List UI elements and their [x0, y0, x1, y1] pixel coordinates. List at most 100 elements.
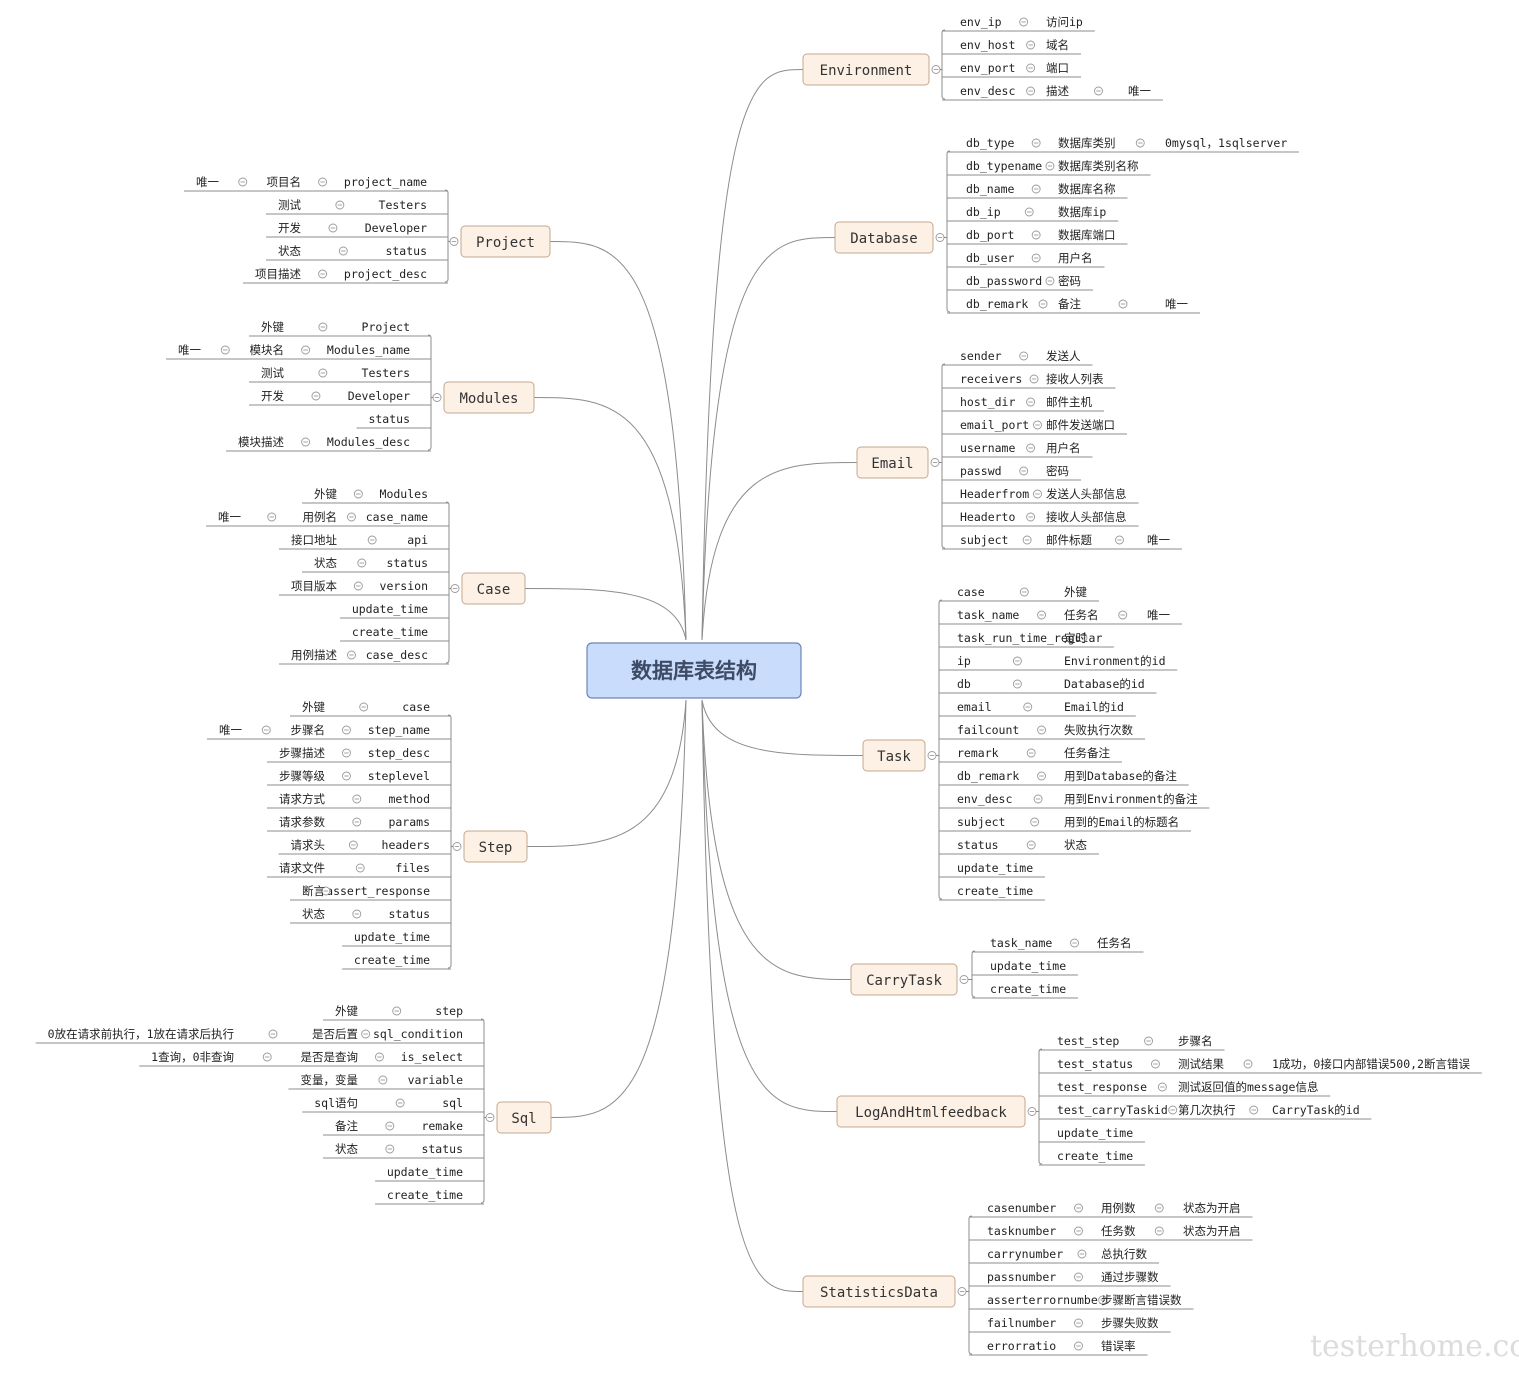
branch-node-carrytask[interactable]: CarryTask: [850, 963, 958, 996]
collapse-toggle-icon[interactable]: [1012, 679, 1022, 689]
collapse-toggle-icon[interactable]: [342, 748, 351, 758]
collapse-toggle-icon[interactable]: [432, 393, 442, 402]
collapse-toggle-icon[interactable]: [392, 1006, 402, 1016]
collapse-toggle-icon[interactable]: [357, 558, 367, 568]
collapse-toggle-icon[interactable]: [1026, 86, 1036, 96]
collapse-toggle-icon[interactable]: [385, 1121, 395, 1131]
collapse-toggle-icon[interactable]: [318, 269, 328, 279]
collapse-toggle-icon[interactable]: [262, 1052, 272, 1062]
collapse-toggle-icon[interactable]: [1037, 771, 1047, 781]
collapse-toggle-icon[interactable]: [1023, 702, 1033, 712]
collapse-toggle-icon[interactable]: [318, 368, 328, 378]
branch-node-statisticsdata[interactable]: StatisticsData: [802, 1275, 956, 1308]
collapse-toggle-icon[interactable]: [328, 223, 338, 233]
collapse-toggle-icon[interactable]: [261, 725, 271, 735]
collapse-toggle-icon[interactable]: [485, 1113, 495, 1122]
collapse-toggle-icon[interactable]: [347, 650, 356, 660]
collapse-toggle-icon[interactable]: [1027, 1107, 1037, 1116]
collapse-toggle-icon[interactable]: [1031, 253, 1041, 263]
collapse-toggle-icon[interactable]: [268, 1029, 278, 1039]
collapse-toggle-icon[interactable]: [957, 1287, 967, 1296]
collapse-toggle-icon[interactable]: [1029, 374, 1039, 384]
collapse-toggle-icon[interactable]: [342, 771, 351, 781]
collapse-toggle-icon[interactable]: [1249, 1105, 1259, 1115]
collapse-toggle-icon[interactable]: [1024, 207, 1034, 217]
collapse-toggle-icon[interactable]: [348, 840, 358, 850]
collapse-toggle-icon[interactable]: [238, 177, 248, 187]
collapse-toggle-icon[interactable]: [1019, 17, 1029, 27]
collapse-toggle-icon[interactable]: [1074, 1341, 1083, 1351]
collapse-toggle-icon[interactable]: [930, 458, 940, 467]
collapse-toggle-icon[interactable]: [931, 65, 941, 74]
collapse-toggle-icon[interactable]: [301, 345, 311, 355]
collapse-toggle-icon[interactable]: [1154, 1226, 1164, 1236]
collapse-toggle-icon[interactable]: [1026, 748, 1036, 758]
branch-node-modules[interactable]: Modules: [443, 381, 535, 414]
collapse-toggle-icon[interactable]: [1077, 1249, 1087, 1259]
collapse-toggle-icon[interactable]: [318, 177, 328, 187]
collapse-toggle-icon[interactable]: [1019, 466, 1029, 476]
collapse-toggle-icon[interactable]: [355, 863, 365, 873]
collapse-toggle-icon[interactable]: [378, 1075, 388, 1085]
collapse-toggle-icon[interactable]: [935, 233, 945, 242]
collapse-toggle-icon[interactable]: [311, 391, 321, 401]
collapse-toggle-icon[interactable]: [1031, 230, 1041, 240]
collapse-toggle-icon[interactable]: [352, 909, 362, 919]
branch-node-step[interactable]: Step: [463, 830, 528, 863]
collapse-toggle-icon[interactable]: [385, 1144, 395, 1154]
collapse-toggle-icon[interactable]: [342, 725, 351, 735]
collapse-toggle-icon[interactable]: [1150, 1059, 1160, 1069]
collapse-toggle-icon[interactable]: [321, 886, 331, 896]
collapse-toggle-icon[interactable]: [1037, 725, 1047, 735]
collapse-toggle-icon[interactable]: [1074, 1272, 1083, 1282]
branch-node-logandhtmlfeedback[interactable]: LogAndHtmlfeedback: [836, 1095, 1026, 1128]
collapse-toggle-icon[interactable]: [1038, 299, 1048, 309]
collapse-toggle-icon[interactable]: [959, 975, 969, 984]
branch-node-case[interactable]: Case: [461, 572, 526, 605]
collapse-toggle-icon[interactable]: [375, 1052, 384, 1062]
collapse-toggle-icon[interactable]: [1026, 512, 1036, 522]
collapse-toggle-icon[interactable]: [301, 437, 311, 447]
collapse-toggle-icon[interactable]: [347, 512, 356, 522]
branch-node-environment[interactable]: Environment: [802, 53, 930, 86]
collapse-toggle-icon[interactable]: [450, 584, 460, 593]
collapse-toggle-icon[interactable]: [352, 794, 362, 804]
collapse-toggle-icon[interactable]: [1098, 1295, 1108, 1305]
collapse-toggle-icon[interactable]: [1026, 40, 1036, 50]
collapse-toggle-icon[interactable]: [1031, 138, 1041, 148]
collapse-toggle-icon[interactable]: [335, 200, 345, 210]
collapse-toggle-icon[interactable]: [449, 237, 459, 246]
collapse-toggle-icon[interactable]: [395, 1098, 405, 1108]
collapse-toggle-icon[interactable]: [1026, 443, 1036, 453]
collapse-toggle-icon[interactable]: [1168, 1105, 1178, 1115]
collapse-toggle-icon[interactable]: [1243, 1059, 1253, 1069]
collapse-toggle-icon[interactable]: [353, 581, 363, 591]
collapse-toggle-icon[interactable]: [1026, 397, 1036, 407]
collapse-toggle-icon[interactable]: [267, 512, 277, 522]
collapse-toggle-icon[interactable]: [1154, 1203, 1164, 1213]
collapse-toggle-icon[interactable]: [1157, 1082, 1167, 1092]
collapse-toggle-icon[interactable]: [220, 345, 230, 355]
collapse-toggle-icon[interactable]: [1019, 351, 1029, 361]
collapse-toggle-icon[interactable]: [318, 322, 328, 332]
collapse-toggle-icon[interactable]: [1037, 610, 1047, 620]
collapse-toggle-icon[interactable]: [1026, 63, 1036, 73]
collapse-toggle-icon[interactable]: [1030, 817, 1040, 827]
branch-node-database[interactable]: Database: [834, 221, 934, 254]
branch-node-sql[interactable]: Sql: [496, 1101, 552, 1134]
collapse-toggle-icon[interactable]: [1144, 1036, 1154, 1046]
collapse-toggle-icon[interactable]: [1012, 656, 1022, 666]
collapse-toggle-icon[interactable]: [1033, 420, 1042, 430]
collapse-toggle-icon[interactable]: [1045, 161, 1055, 171]
collapse-toggle-icon[interactable]: [1115, 535, 1124, 545]
collapse-toggle-icon[interactable]: [338, 246, 348, 256]
collapse-toggle-icon[interactable]: [1118, 299, 1128, 309]
collapse-toggle-icon[interactable]: [361, 1029, 371, 1039]
collapse-toggle-icon[interactable]: [1118, 610, 1128, 620]
collapse-toggle-icon[interactable]: [927, 751, 937, 760]
collapse-toggle-icon[interactable]: [452, 842, 462, 851]
collapse-toggle-icon[interactable]: [1094, 86, 1103, 96]
collapse-toggle-icon[interactable]: [367, 535, 377, 545]
collapse-toggle-icon[interactable]: [1019, 587, 1029, 597]
collapse-toggle-icon[interactable]: [353, 489, 363, 499]
